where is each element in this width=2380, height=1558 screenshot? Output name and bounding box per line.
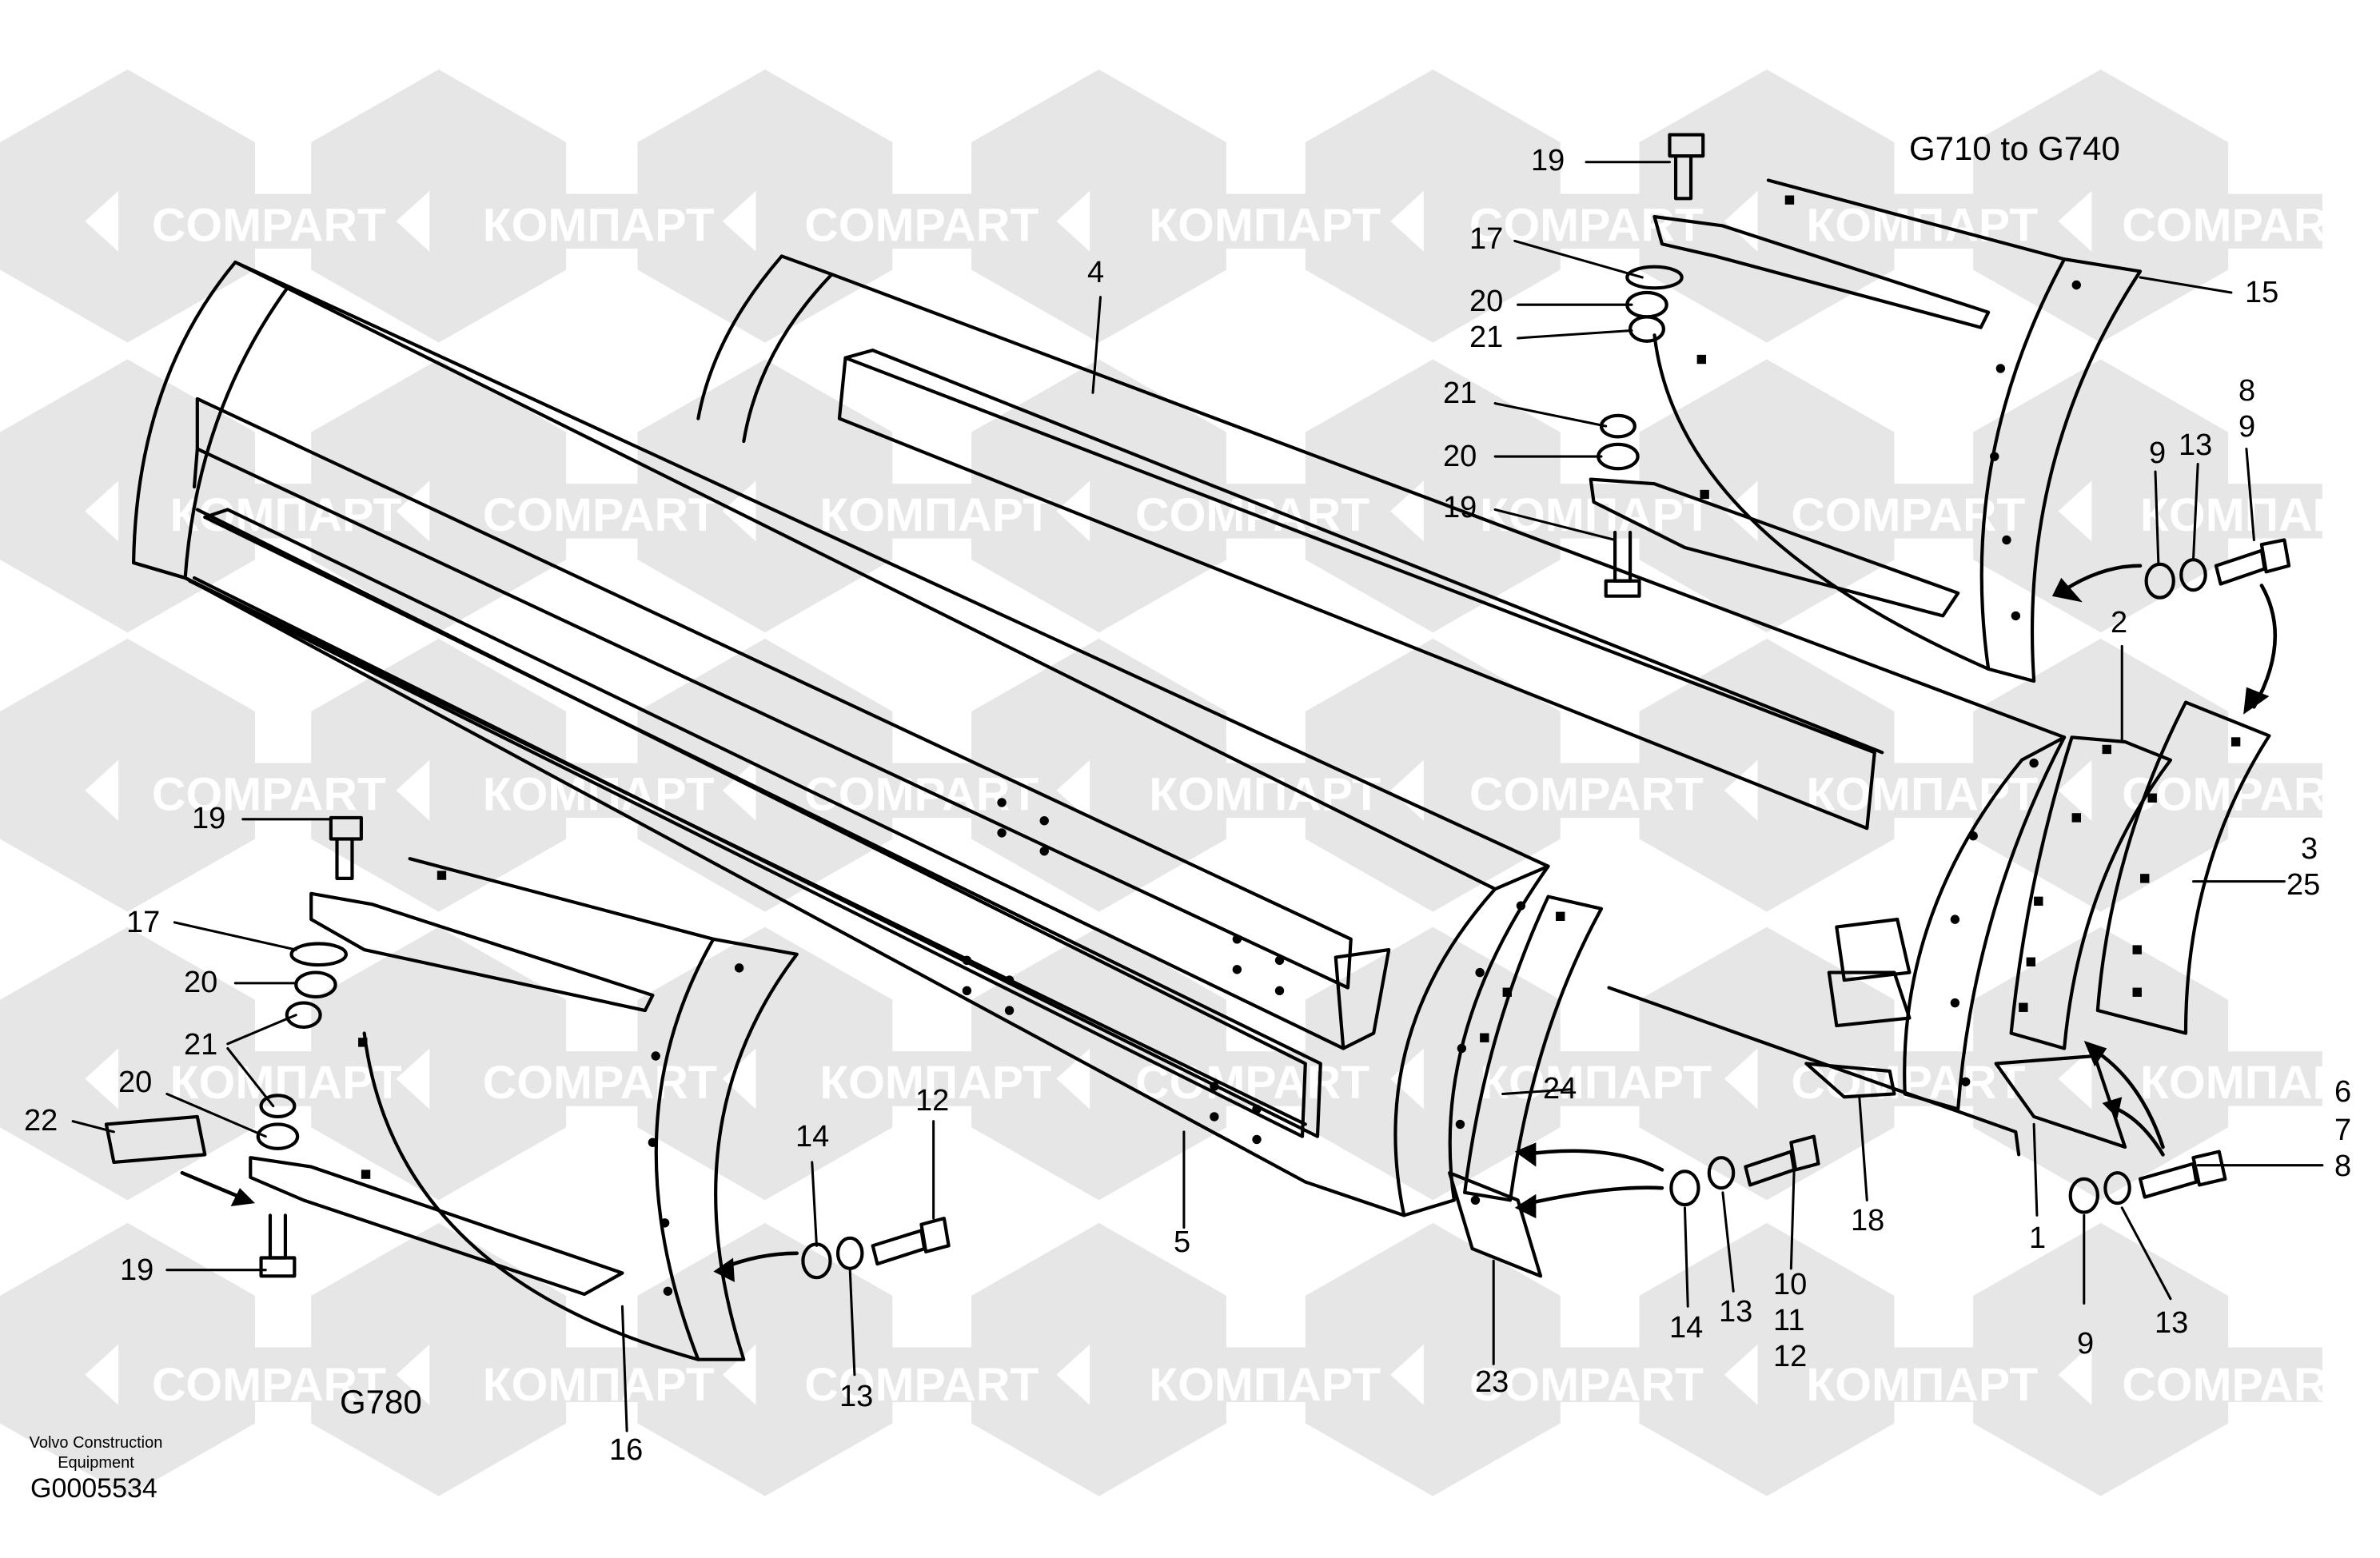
part-label: 14: [795, 1120, 830, 1154]
part-label: 22: [24, 1104, 58, 1138]
leader-lines: [71, 161, 2324, 1432]
part-label: 11: [1773, 1304, 1805, 1337]
hardware: [104, 133, 2291, 1280]
part-label: 19: [192, 802, 226, 835]
model-heading: G780: [340, 1383, 422, 1421]
part-label: 21: [184, 1028, 218, 1062]
company-line-2: Equipment: [58, 1454, 134, 1472]
part-label: 12: [915, 1084, 950, 1118]
part-label: 20: [184, 966, 218, 999]
watermark-layer: COMPART КОМПАРТ COMPART КОМПАРТ COMPART …: [0, 69, 2372, 1496]
watermark-text: КОМПАРТ: [1149, 199, 1381, 251]
company-line-1: Volvo Construction: [29, 1434, 163, 1452]
watermark-text: COMPART: [152, 1359, 386, 1411]
watermark-text: КОМПАРТ: [170, 1057, 402, 1109]
end-bit-3: [2095, 700, 2271, 1035]
part-label: 13: [1719, 1295, 1753, 1329]
watermark-text: КОМПАРТ: [483, 1359, 715, 1411]
watermark-text: КОМПАРТ: [170, 489, 402, 541]
part-label: 20: [1443, 440, 1477, 473]
watermark-text: COMPART: [804, 199, 1039, 251]
watermark-text: КОМПАРТ: [819, 1057, 1051, 1109]
cutting-edge-5: [188, 508, 1307, 1138]
watermark-text: COMPART: [2122, 199, 2356, 251]
watermark-text: COMPART: [804, 768, 1039, 820]
watermark-text: КОМПАРТ: [1806, 1359, 2038, 1411]
side-plate-16: [249, 857, 799, 1361]
part-label: 12: [1773, 1340, 1808, 1373]
footer-company: Volvo Construction Equipment: [16, 1433, 176, 1473]
part-label: 16: [609, 1433, 644, 1467]
part-label: 1: [2029, 1221, 2047, 1255]
watermark-text: COMPART: [1469, 199, 1704, 251]
part-label: 18: [1851, 1204, 1885, 1237]
part-label: 19: [120, 1253, 154, 1287]
part-label: 14: [1669, 1311, 1704, 1345]
part-label: 10: [1773, 1268, 1808, 1301]
side-plate-15: [1589, 178, 2143, 683]
drawing-code: G0005534: [30, 1473, 157, 1504]
part-label: 9: [2077, 1327, 2095, 1361]
upper-blade: [696, 254, 2067, 1157]
watermark-text: COMPART: [152, 768, 386, 820]
part-label: 8: [2238, 374, 2256, 408]
watermark-text: КОМПАРТ: [1149, 1359, 1381, 1411]
part-label: 24: [1543, 1072, 1577, 1106]
part-label: 7: [2334, 1114, 2352, 1147]
model-range-heading: G710 to G740: [1909, 130, 2120, 167]
part-label: 20: [118, 1066, 153, 1099]
watermark-text: КОМПАРТ: [1806, 768, 2038, 820]
main-blade: [131, 260, 1550, 1217]
cutting-edge-1: [1994, 1054, 2127, 1149]
watermark-text: COMPART: [483, 489, 717, 541]
watermark-text: COMPART: [1469, 1359, 1704, 1411]
end-bit-23: [1448, 1171, 1543, 1278]
watermark-text: КОМПАРТ: [483, 768, 715, 820]
part-label: 25: [2286, 868, 2321, 902]
part-label: 9: [2238, 410, 2256, 444]
part-label: 13: [2179, 428, 2213, 462]
part-label: 23: [1475, 1365, 1509, 1399]
watermark-text: COMPART: [1791, 489, 2025, 541]
watermark-text: COMPART: [2122, 1359, 2356, 1411]
bolt-holes: [358, 195, 2241, 1296]
part-label: 2: [2111, 606, 2128, 640]
part-label: 20: [1469, 285, 1504, 318]
part-label: 17: [126, 906, 161, 939]
part-label: 6: [2334, 1075, 2352, 1109]
end-bit-2: [2009, 735, 2173, 1050]
watermark-text: КОМПАРТ: [483, 199, 715, 251]
watermark-text: COMPART: [1469, 768, 1704, 820]
part-label: 13: [839, 1380, 874, 1413]
watermark-text: COMPART: [152, 199, 386, 251]
part-label: 21: [1469, 321, 1504, 354]
part-label: 3: [2301, 832, 2318, 866]
part-label: 17: [1469, 222, 1504, 256]
part-label: 4: [1087, 256, 1105, 289]
part-label: 19: [1531, 144, 1565, 177]
watermark-text: КОМПАРТ: [1480, 1057, 1712, 1109]
part-label: 21: [1443, 377, 1477, 410]
watermark-text: COMPART: [2122, 768, 2356, 820]
part-label: 13: [2155, 1306, 2189, 1340]
watermark-text: COMPART: [804, 1359, 1039, 1411]
watermark-text: КОМПАРТ: [819, 489, 1051, 541]
part-label: 8: [2334, 1150, 2352, 1183]
watermark-text: COMPART: [483, 1057, 717, 1109]
part-label: 9: [2149, 436, 2167, 470]
part-label: 15: [2245, 276, 2279, 309]
watermark-text: КОМПАРТ: [2140, 489, 2372, 541]
part-label: 19: [1443, 491, 1477, 524]
part-label: 5: [1174, 1225, 1191, 1259]
watermark-text: КОМПАРТ: [2140, 1057, 2372, 1109]
